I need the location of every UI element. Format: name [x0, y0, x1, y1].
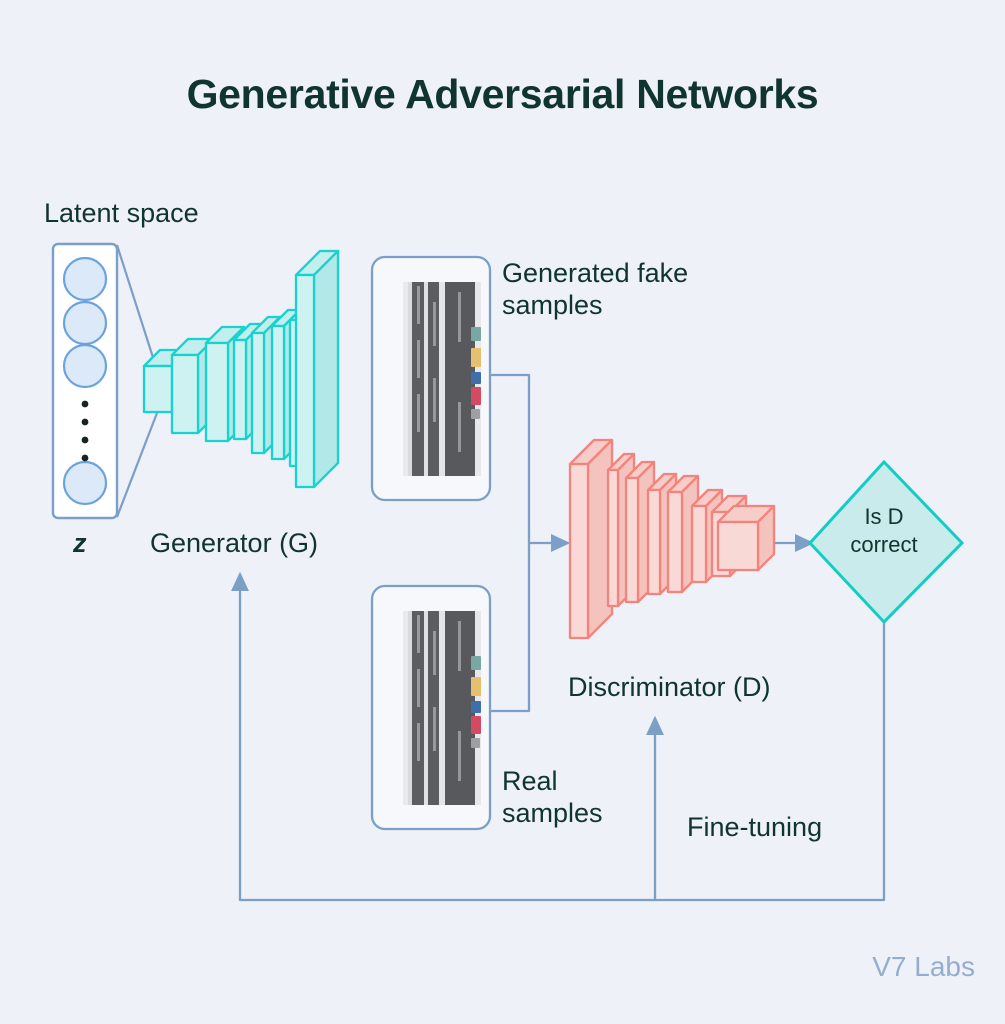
latent-ellipsis — [81, 400, 89, 462]
latent-node — [62, 300, 108, 346]
latent-node — [62, 256, 108, 302]
page-title: Generative Adversarial Networks — [186, 71, 819, 117]
latent-node — [62, 343, 108, 389]
discriminator-label: Discriminator (D) — [568, 672, 771, 702]
latent-space-label: Latent space — [44, 198, 199, 228]
discriminator-layer-8 — [716, 504, 776, 572]
real-samples-label: Real samples — [502, 766, 603, 828]
real-sample-thumbnail — [403, 611, 481, 805]
generator-label: Generator (G) — [150, 528, 319, 558]
decision-label: Is D correct — [850, 504, 918, 558]
discriminator-layer-1 — [568, 438, 614, 640]
fake-sample-thumbnail — [403, 282, 481, 476]
generator-network — [142, 249, 340, 489]
discriminator-network — [568, 438, 776, 640]
watermark: V7 Labs — [872, 951, 975, 982]
latent-variable-label: z — [73, 528, 87, 558]
decision-diamond — [807, 459, 965, 625]
fake-samples-label: Generated fake samples — [502, 258, 689, 320]
latent-space-box — [51, 242, 119, 520]
connector-fake-to-discriminator — [490, 373, 571, 552]
generator-layer-8 — [294, 249, 340, 489]
connector-decision-to-bus — [231, 571, 886, 902]
connector-lines — [231, 373, 886, 902]
latent-node — [62, 460, 108, 506]
connector-real-to-discriminator — [490, 543, 531, 713]
fine-tuning-label: Fine-tuning — [687, 812, 823, 842]
